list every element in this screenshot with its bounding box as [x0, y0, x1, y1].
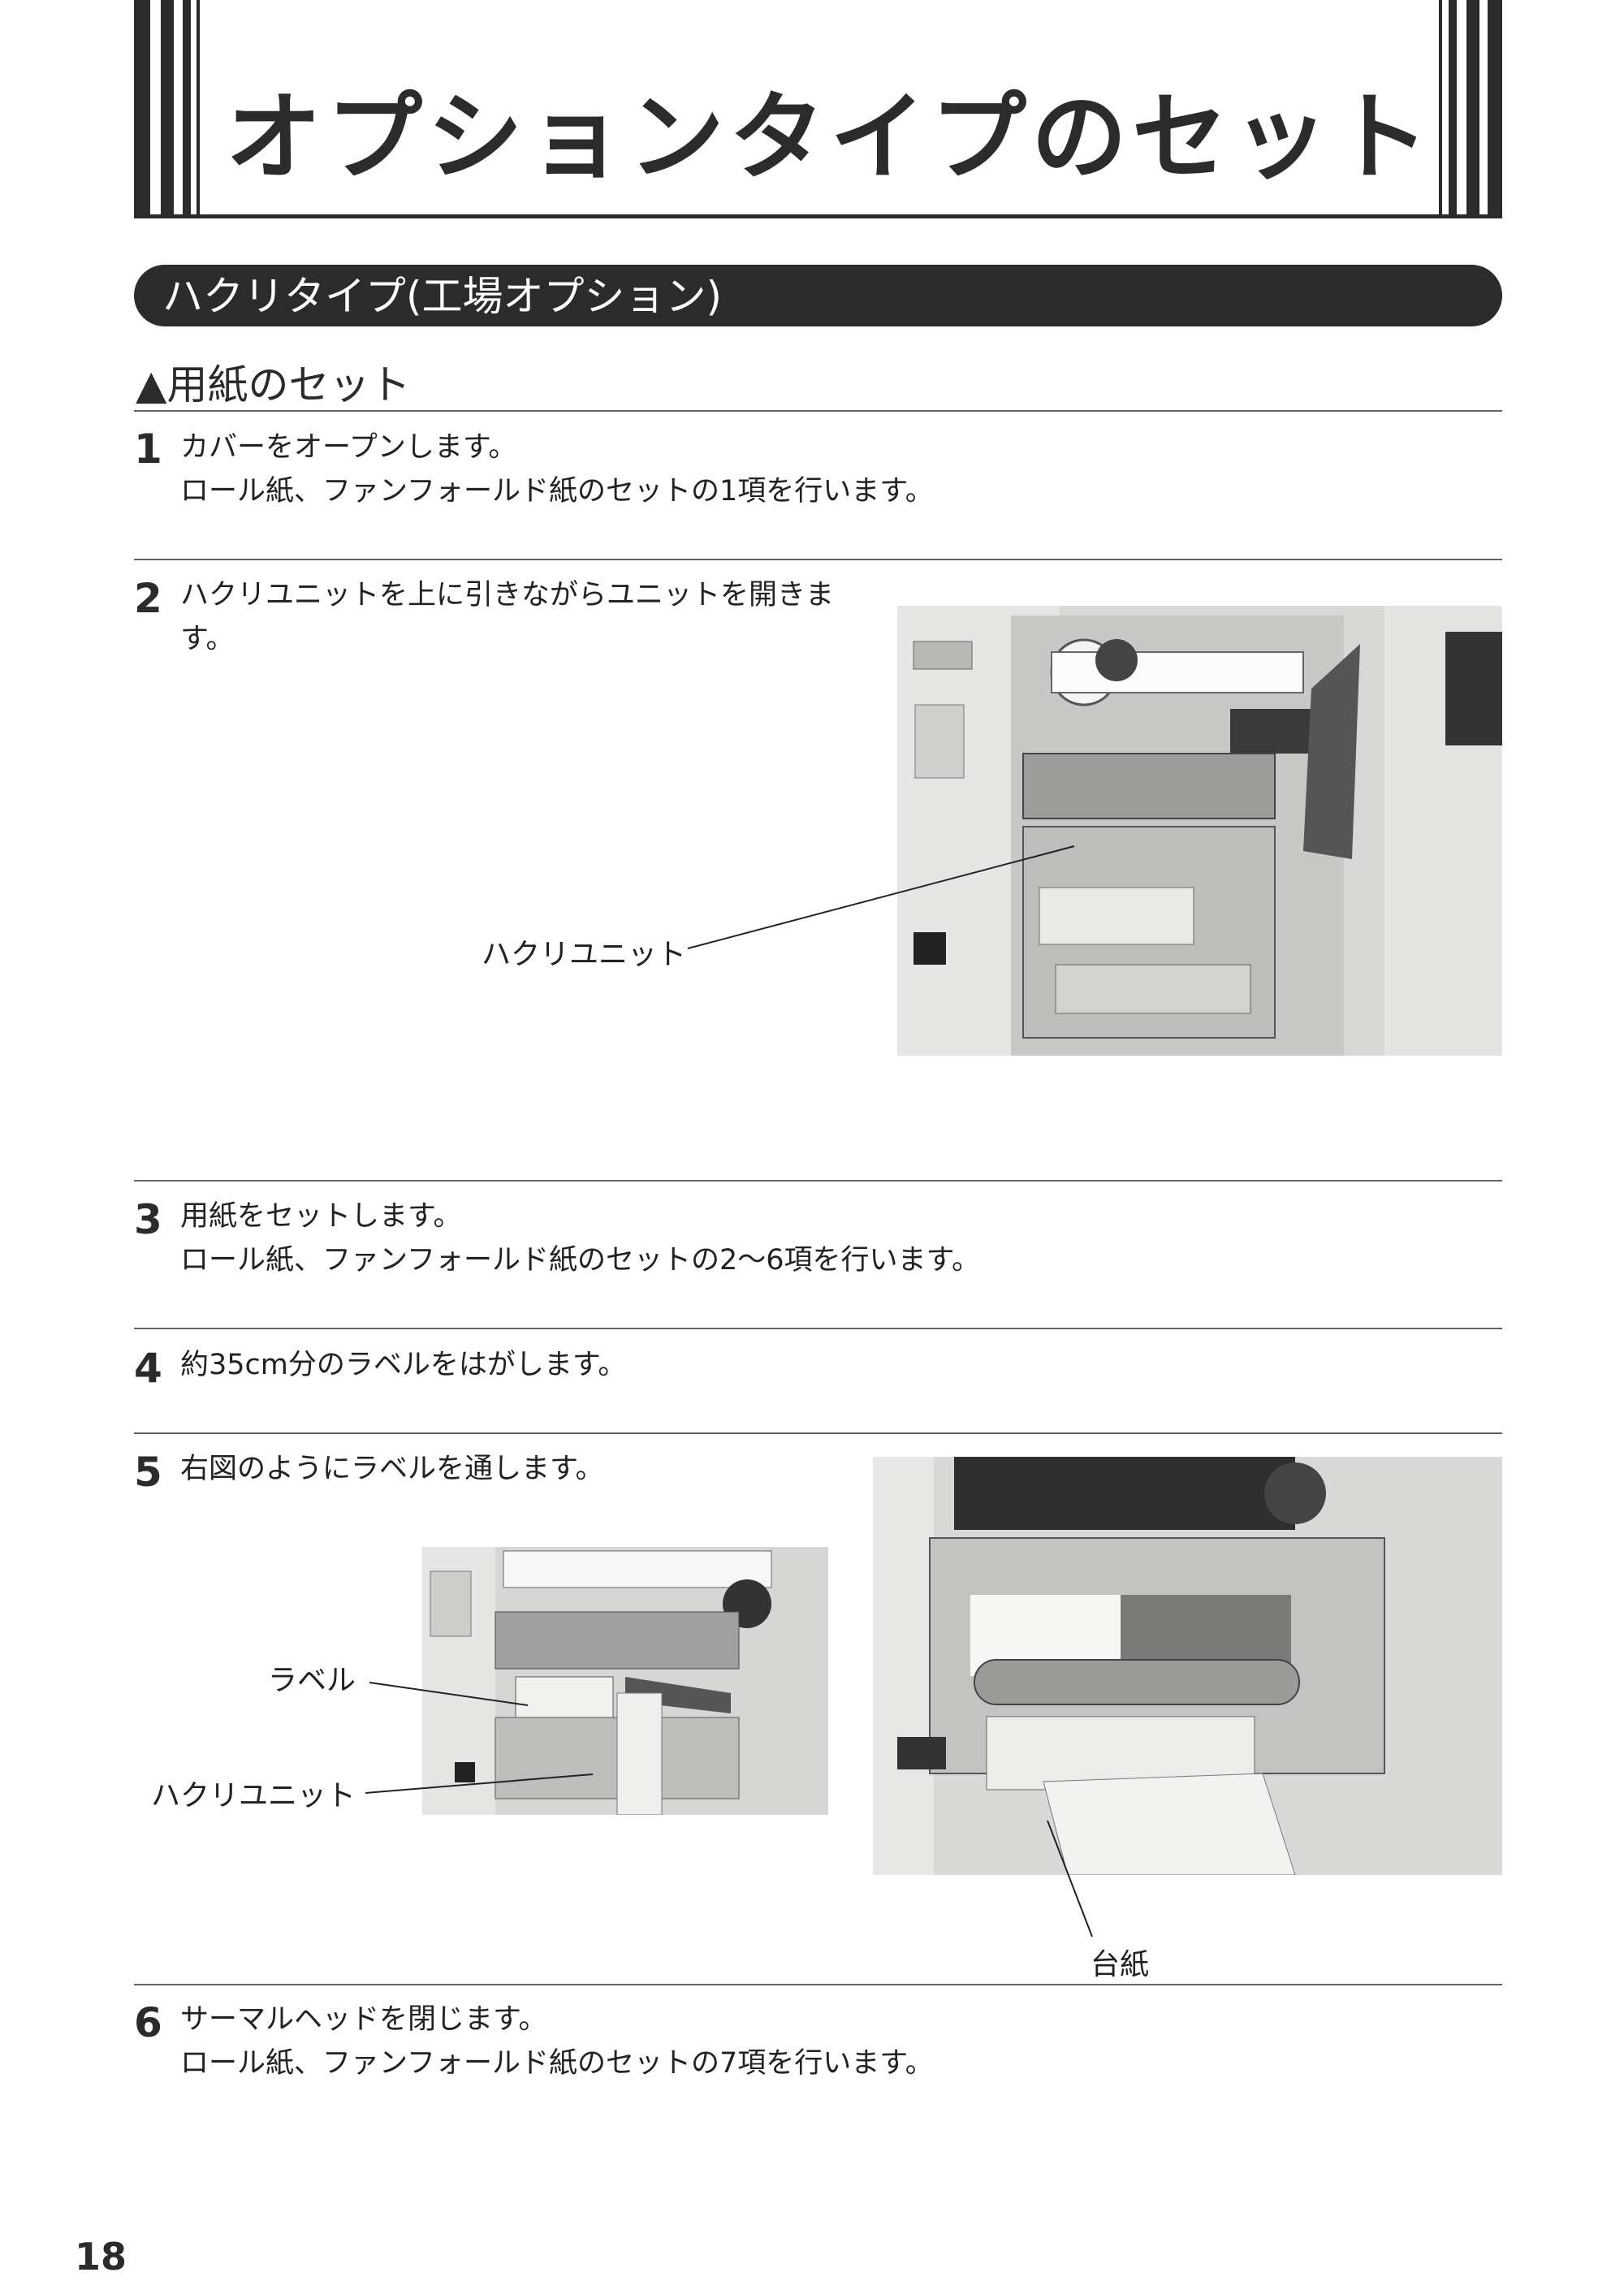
- header-bar-right-mid: [1466, 0, 1479, 218]
- step-text: ハクリユニットを上に引きながらユニットを開きま: [180, 579, 835, 611]
- divider: [134, 410, 1502, 412]
- step-number: 5: [134, 1449, 162, 1496]
- step-text: 右図のようにラベルを通します。: [180, 1453, 604, 1485]
- page-number: 18: [75, 2235, 127, 2279]
- step-number: 3: [134, 1196, 162, 1243]
- divider: [134, 1328, 1502, 1329]
- leader-line: [1047, 1820, 1093, 1938]
- section-title: ハクリタイプ(工場オプション): [162, 273, 723, 320]
- header-bar-right-inner: [1449, 0, 1457, 218]
- step-text: ロール紙、ファンフォールド紙のセットの1項を行います。: [180, 475, 934, 508]
- header-bottom-rule: [134, 214, 1502, 218]
- printer-photo-open-unit: [873, 583, 1502, 1056]
- step-text: す。: [180, 623, 235, 655]
- divider: [134, 1984, 1502, 1985]
- subsection-title: ▲用紙のセット: [136, 361, 411, 408]
- step-text: ロール紙、ファンフォールド紙のセットの2〜6項を行います。: [180, 1244, 980, 1277]
- divider: [134, 1432, 1502, 1434]
- step-text: 約35cm分のラベルをはがします。: [180, 1349, 627, 1381]
- header-bar-left-inner: [183, 0, 191, 218]
- step-text: 用紙をセットします。: [180, 1200, 462, 1233]
- page-title: オプションタイプのセット: [226, 81, 1435, 193]
- header-bar-right-outer: [1488, 0, 1502, 218]
- leader-lines: [365, 1682, 593, 1794]
- section-bar: [134, 265, 1502, 326]
- figure-caption: ハクリユニット: [482, 938, 687, 971]
- printer-photo-backing-paper: [873, 1457, 1502, 1875]
- divider: [134, 1180, 1502, 1182]
- header-frame: [197, 0, 1442, 218]
- header-bar-left-outer: [134, 0, 150, 218]
- step-number: 6: [134, 1999, 162, 2046]
- header-bar-left-mid: [161, 0, 174, 218]
- step-number: 1: [134, 426, 162, 473]
- divider: [134, 559, 1502, 560]
- figure-caption: ラベル: [268, 1664, 356, 1697]
- printer-photo-label-path: [422, 1547, 828, 1815]
- step-number: 4: [134, 1345, 162, 1392]
- step-text: カバーをオープンします。: [180, 431, 517, 464]
- leader-line: [687, 845, 1075, 949]
- figure-caption: ハクリユニット: [151, 1779, 356, 1812]
- step-number: 2: [134, 575, 162, 622]
- figure-caption: 台紙: [1091, 1948, 1150, 1981]
- step-text: ロール紙、ファンフォールド紙のセットの7項を行います。: [180, 2047, 934, 2080]
- step-text: サーマルヘッドを閉じます。: [180, 2003, 547, 2036]
